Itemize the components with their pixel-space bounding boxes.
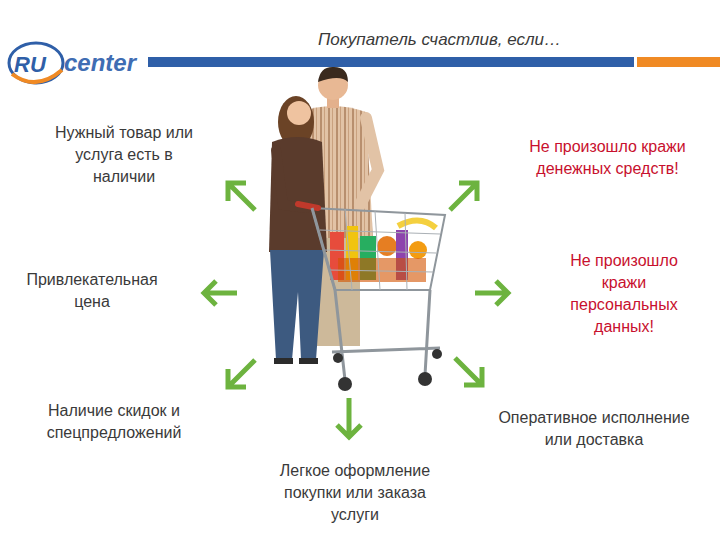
man-arm (360, 118, 378, 205)
cart-wheel (333, 353, 343, 363)
groceries (377, 236, 397, 256)
woman-shoe (274, 358, 293, 364)
security-text: Не произошло кражи денежных средств! (515, 136, 700, 180)
logo-letters: RU (14, 50, 60, 80)
slide-title: Покупатель счастлив, если… (318, 29, 561, 51)
woman-shoe (299, 358, 318, 364)
cart-wheel (418, 372, 432, 386)
groceries (398, 220, 436, 228)
benefit-text: Нужный товар или услуга есть в наличии (48, 122, 200, 188)
logo-word: center (64, 47, 146, 79)
cart-wheel (432, 349, 442, 359)
woman-arm (276, 150, 306, 208)
arrow-up-left (228, 183, 255, 210)
logo-ring (9, 43, 63, 83)
arrow-up-right (450, 183, 477, 210)
security-text: Не произошло кражи персональных данных! (558, 250, 690, 338)
logo-mark (9, 43, 63, 83)
benefit-text: Легкое оформление покупки или заказа усл… (262, 460, 448, 526)
arrow-down-left (228, 360, 255, 387)
benefit-text: Оперативное исполнение или доставка (486, 407, 702, 451)
cart-handle (298, 204, 318, 208)
arrow-right (475, 281, 508, 305)
arrows (204, 183, 508, 437)
cart-wheel (338, 377, 352, 391)
man-hair (318, 67, 348, 82)
header-accent (637, 57, 720, 67)
arrow-down (337, 398, 361, 437)
header-bar (148, 57, 634, 67)
header (148, 57, 720, 67)
groceries (409, 241, 427, 259)
benefit-text: Наличие скидок и спецпредложений (26, 400, 202, 444)
cart-grid (320, 209, 440, 290)
arrow-down-right (455, 358, 482, 385)
cart-frame (312, 208, 440, 380)
woman-head (287, 101, 311, 125)
benefit-text: Привлекательная цена (14, 269, 170, 313)
woman-jeans (270, 250, 324, 360)
couple-with-cart (269, 67, 445, 391)
arrow-left (204, 281, 237, 305)
